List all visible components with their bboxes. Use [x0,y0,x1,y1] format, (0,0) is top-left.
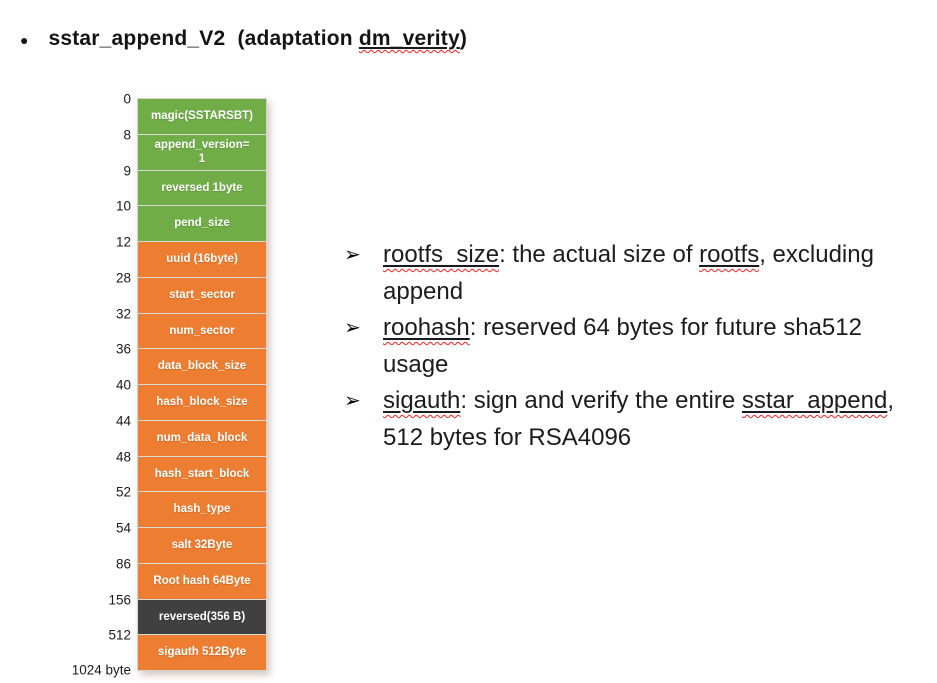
block-row-sigauth: 512 sigauth 512Byte 1024 byte [72,628,266,678]
offset-tick: 44 [115,413,131,429]
underlined-term: roohash [383,314,470,341]
offset-tick: 86 [115,556,131,572]
offset-tick: 12 [115,234,131,250]
block-label: data_block_size [157,360,247,373]
offset-tick: 28 [115,270,131,286]
block-row-reversed-356: 156 reversed(356 B) [108,592,266,635]
note-text: roohash: reserved 64 bytes for future sh… [383,310,898,383]
block-label: start_sector [169,288,235,301]
block-row-num-sector: 32 num_sector [116,306,266,349]
block-label: num_sector [169,324,235,337]
bullet-icon: ● [20,32,29,48]
note-segment: , excluding append [383,241,874,305]
title-text-before: sstar_append_V2 (adaptation [48,27,359,50]
block-label: hash_start_block [154,467,250,480]
offset-tick: 32 [115,306,131,321]
block-label: append_version= 1 [154,138,250,166]
block-label: magic(SSTARSBT) [150,110,254,123]
note-text: sigauth: sign and verify the entire ssta… [383,383,898,456]
underlined-term: sstar_append [741,387,888,414]
memory-layout-diagram: 0 magic(SSTARSBT) 8 append_version= 1 9 rev… [72,92,267,678]
offset-tick: 40 [115,377,131,393]
block-row-salt: 54 salt 32Byte [116,521,266,563]
page-title: sstar_append_V2 (adaptation dm_verity) [48,27,467,51]
block-label: reversed 1byte [161,181,243,194]
slide-title: ● sstar_append_V2 (adaptation dm_verity) [20,27,467,51]
block-row-append-version: 8 append_version= 1 [123,127,266,170]
offset-tick: 512 [108,627,131,643]
offset-tick: 36 [115,341,131,357]
block-row-uuid: 12 uuid (16byte) [116,235,266,277]
underlined-term: rootfs_size [383,241,500,268]
block-label: pend_size [174,217,230,230]
block-row-num-data-block: 44 num_data_block [116,413,266,456]
offset-tick: 48 [115,449,131,464]
offset-tick: 0 [123,91,131,107]
note-segment: : sign and verify the entire [460,387,742,414]
block-label: hash_type [173,503,231,516]
block-label: reversed(356 B) [158,610,246,623]
note-segment: , 512 bytes for RSA4096 [383,387,894,451]
block-row-pend-size: 10 pend_size [116,199,266,241]
offset-tick-bottom: 1024 byte [71,662,131,678]
block-label: uuid (16byte) [166,253,238,266]
block-row-magic: 0 magic(SSTARSBT) [123,92,266,134]
block-row-hash-block-size: 40 hash_block_size [116,378,266,420]
offset-tick: 52 [115,484,131,500]
note-text: rootfs_size: the actual size of rootfs, … [383,237,898,310]
offset-tick: 8 [123,127,131,143]
note-segment: : reserved 64 bytes for future sha512 us… [383,314,862,378]
block-row-data-block-size: 36 data_block_size [116,342,266,384]
arrow-bullet-icon: ➢ [344,244,361,266]
note-item-sigauth: ➢ sigauth: sign and verify the entire ss… [344,383,919,456]
title-text-after: ) [459,27,468,50]
underlined-term: rootfs [699,241,760,268]
notes-list: ➢ rootfs_size: the actual size of rootfs… [344,237,919,456]
underlined-term: sigauth [383,387,461,414]
block-row-hash-type: 52 hash_type [116,485,266,527]
offset-tick: 9 [123,163,131,178]
memory-blocks-column: 0 magic(SSTARSBT) 8 append_version= 1 9 rev… [72,92,267,678]
offset-tick: 156 [108,592,131,607]
block-label: hash_block_size [156,396,248,409]
offset-tick: 54 [115,520,131,536]
offset-tick: 10 [115,198,131,214]
block-label: num_data_block [156,431,248,444]
block-label: Root hash 64Byte [153,574,251,587]
block-row-hash-start-block: 48 hash_start_block [116,449,266,492]
note-item-rootfs-size: ➢ rootfs_size: the actual size of rootfs… [344,237,919,310]
block-label: salt 32Byte [171,539,233,552]
note-item-roohash: ➢ roohash: reserved 64 bytes for future … [344,310,919,383]
block-row-start-sector: 28 start_sector [116,270,266,313]
arrow-bullet-icon: ➢ [344,317,361,339]
block-label: sigauth 512Byte [157,646,247,659]
block-row-reversed-1byte: 9 reversed 1byte [123,163,266,206]
note-segment: : the actual size of [499,241,700,268]
title-underlined-term: dm_verity [358,27,460,50]
arrow-bullet-icon: ➢ [344,390,361,412]
